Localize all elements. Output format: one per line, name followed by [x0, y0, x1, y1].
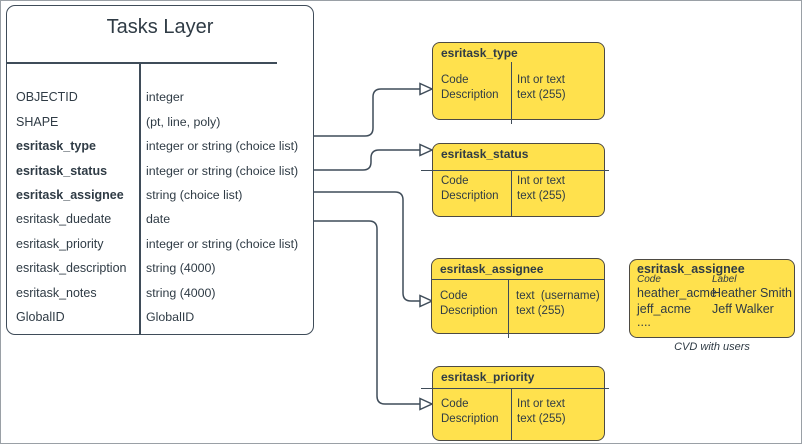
- field-name: SHAPE: [16, 114, 59, 129]
- field-row-globalid: GlobalID GlobalID: [7, 305, 313, 329]
- field-name: esritask_priority: [16, 236, 104, 251]
- domain-type-column: Int or text text (255): [517, 174, 566, 203]
- type-label: text (255): [517, 88, 566, 101]
- field-name: esritask_status: [16, 163, 108, 178]
- domain-title: esritask_assignee: [440, 262, 544, 276]
- tasks-layer-title: Tasks Layer: [106, 16, 214, 38]
- field-name: esritask_duedate: [16, 212, 112, 227]
- cvd-ellipsis: ....: [637, 315, 651, 329]
- attr-label: Description: [440, 304, 498, 317]
- type-label: Int or text: [517, 398, 565, 410]
- cvd-code: jeff_acme: [637, 302, 691, 316]
- domain-title: esritask_priority: [441, 370, 535, 384]
- field-name: GlobalID: [16, 310, 65, 325]
- attr-label: Description: [441, 189, 499, 202]
- type-label: text (255): [517, 189, 566, 202]
- cvd-code: heather_acme: [637, 286, 717, 300]
- tasks-layer-column-divider: [139, 62, 141, 334]
- connector-esritask-type: [314, 88, 420, 137]
- type-label: text (255): [517, 412, 566, 425]
- cvd-col-label: Label: [712, 274, 737, 285]
- cvd-label: Jeff Walker: [712, 302, 774, 316]
- domain-type-column: Int or text text (255): [517, 73, 566, 102]
- domain-column-divider: [511, 62, 513, 124]
- domain-type-column: Int or text text (255): [517, 397, 566, 426]
- domain-column-divider: [511, 170, 513, 216]
- domain-box-esritask-assignee: esritask_assignee Code Description text …: [431, 258, 605, 338]
- cvd-box-esritask-assignee: esritask_assignee Code Label heather_acm…: [629, 259, 795, 338]
- domain-column-divider: [511, 388, 513, 440]
- domain-box-esritask-type: esritask_type Code Description Int or te…: [432, 42, 605, 124]
- tasks-layer-title-divider: [7, 62, 277, 64]
- tasks-layer-table: Tasks Layer OBJECTID integer SHAPE (pt, …: [6, 5, 314, 335]
- domain-title-divider: [432, 279, 604, 281]
- field-row-esritask-duedate: esritask_duedate date: [7, 207, 313, 231]
- connector-esritask-assignee: [314, 191, 420, 302]
- field-type: integer or string (choice list): [146, 163, 299, 178]
- field-type: integer: [146, 90, 184, 105]
- type-label: Int or text: [517, 175, 565, 187]
- field-name: OBJECTID: [16, 90, 78, 105]
- tasks-layer-field-list: OBJECTID integer SHAPE (pt, line, poly) …: [7, 85, 313, 329]
- field-name: esritask_type: [16, 139, 96, 154]
- domain-title-divider: [421, 388, 609, 390]
- arrowhead-esritask-status-icon: [419, 143, 434, 157]
- field-type: string (choice list): [146, 187, 243, 202]
- connector-esritask-status: [314, 149, 420, 171]
- field-row-objectid: OBJECTID integer: [7, 85, 313, 109]
- field-type: (pt, line, poly): [146, 114, 221, 129]
- field-row-shape: SHAPE (pt, line, poly): [7, 109, 313, 133]
- domain-attribute-column: Code Description: [441, 397, 499, 426]
- field-type: date: [146, 212, 171, 227]
- attr-label: Code: [440, 290, 468, 302]
- domain-title-divider: [421, 170, 609, 172]
- domain-title: esritask_type: [441, 46, 518, 60]
- attr-label: Code: [441, 175, 469, 187]
- arrowhead-esritask-type-icon: [419, 82, 434, 96]
- domain-type-column: text (username) text (255): [516, 289, 600, 318]
- field-type: string (4000): [146, 261, 216, 276]
- connector-esritask-priority: [314, 220, 420, 405]
- field-row-esritask-notes: esritask_notes string (4000): [7, 281, 313, 305]
- cvd-title: esritask_assignee: [637, 262, 745, 276]
- field-type: integer or string (choice list): [146, 139, 299, 154]
- cvd-caption: CVD with users: [674, 341, 750, 353]
- domain-attribute-column: Code Description: [441, 174, 499, 203]
- arrowhead-esritask-priority-icon: [419, 397, 434, 411]
- domain-attribute-column: Code Description: [441, 73, 499, 102]
- domain-box-esritask-priority: esritask_priority Code Description Int o…: [421, 366, 609, 441]
- attr-label: Description: [441, 88, 499, 101]
- field-row-esritask-assignee: esritask_assignee string (choice list): [7, 183, 313, 207]
- type-label: text (username): [516, 290, 600, 302]
- domain-box-esritask-status: esritask_status Code Description Int or …: [421, 143, 609, 217]
- field-row-esritask-priority: esritask_priority integer or string (cho…: [7, 232, 313, 256]
- field-name: esritask_assignee: [16, 187, 124, 202]
- attr-label: Code: [441, 398, 469, 410]
- field-type: GlobalID: [146, 310, 195, 325]
- field-type: string (4000): [146, 285, 216, 300]
- attr-label: Description: [441, 412, 499, 425]
- field-row-esritask-type: esritask_type integer or string (choice …: [7, 134, 313, 158]
- attr-label: Code: [441, 74, 469, 86]
- type-label: text (255): [516, 304, 565, 317]
- cvd-col-code: Code: [637, 274, 661, 285]
- field-name: esritask_description: [16, 261, 127, 276]
- field-type: integer or string (choice list): [146, 236, 299, 251]
- field-row-esritask-description: esritask_description string (4000): [7, 256, 313, 280]
- domain-column-divider: [508, 279, 510, 338]
- field-name: esritask_notes: [16, 285, 97, 300]
- field-row-esritask-status: esritask_status integer or string (choic…: [7, 158, 313, 182]
- type-label: Int or text: [517, 74, 565, 86]
- domain-attribute-column: Code Description: [440, 289, 498, 318]
- cvd-label: Heather Smith: [712, 286, 792, 300]
- domain-title: esritask_status: [441, 147, 529, 161]
